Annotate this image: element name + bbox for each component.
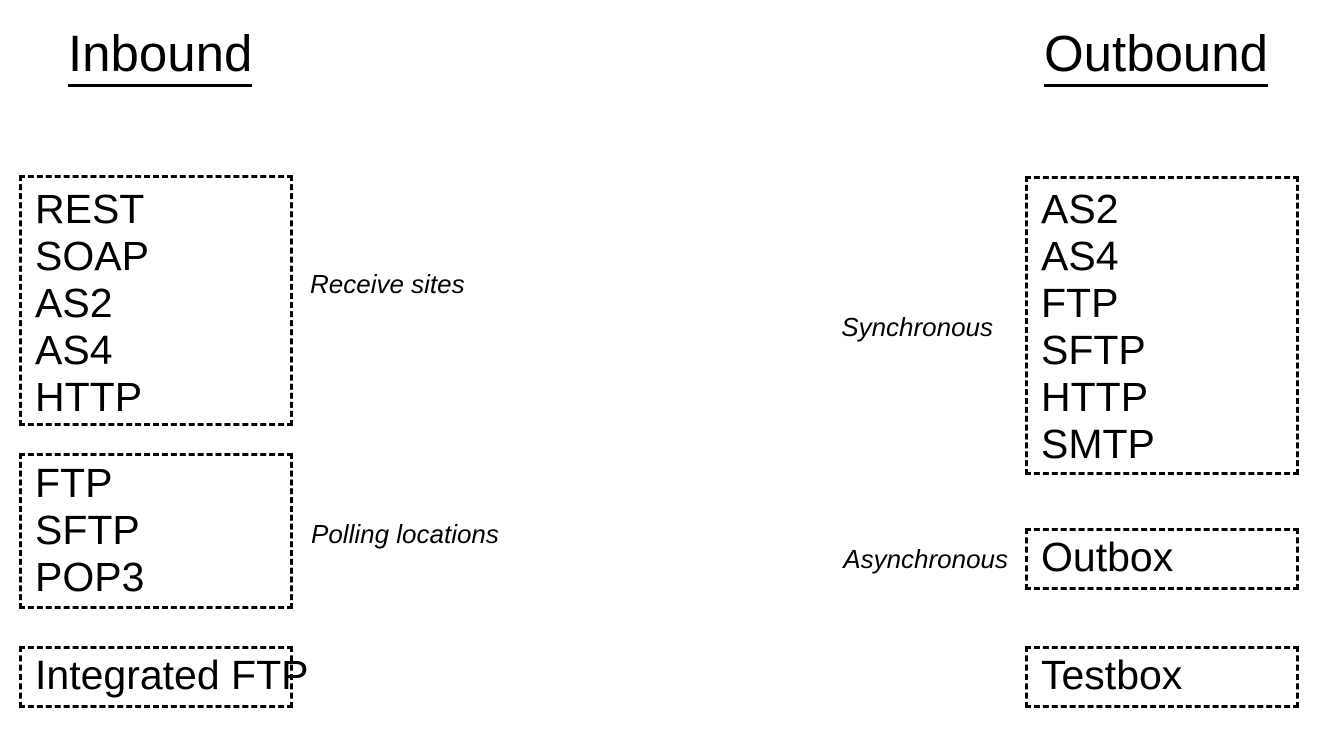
list-item: AS4 — [35, 327, 113, 373]
inbound-receive-sites-label: Receive sites — [310, 269, 465, 299]
inbound-polling-locations-list: FTP SFTP POP3 — [35, 460, 144, 601]
column-title-inbound: Inbound — [68, 28, 253, 87]
outbound-testbox-list: Testbox — [1041, 652, 1182, 699]
list-item: Integrated FTP — [35, 652, 309, 698]
list-item: REST — [35, 186, 145, 232]
outbound-outbox-box — [1025, 528, 1299, 590]
list-item: AS4 — [1041, 233, 1119, 279]
list-item: SFTP — [1041, 327, 1146, 373]
list-item: AS2 — [35, 280, 113, 326]
inbound-integrated-ftp-box — [19, 646, 293, 708]
inbound-receive-sites-box — [19, 175, 293, 426]
list-item: POP3 — [35, 554, 145, 600]
inbound-integrated-ftp-list: Integrated FTP — [35, 652, 308, 699]
outbound-asynchronous-label: Asynchronous — [843, 544, 1008, 574]
inbound-receive-sites-list: REST SOAP AS2 AS4 HTTP — [35, 186, 149, 421]
list-item: SMTP — [1041, 421, 1155, 467]
outbound-testbox-box — [1025, 646, 1299, 708]
list-item: SOAP — [35, 233, 149, 279]
list-item: Outbox — [1041, 534, 1174, 580]
list-item: HTTP — [35, 374, 143, 420]
inbound-polling-locations-label: Polling locations — [311, 519, 499, 549]
list-item: FTP — [1041, 280, 1119, 326]
list-item: AS2 — [1041, 186, 1119, 232]
list-item: SFTP — [35, 507, 140, 553]
list-item: Testbox — [1041, 652, 1183, 698]
outbound-synchronous-list: AS2 AS4 FTP SFTP HTTP SMTP — [1041, 186, 1155, 468]
inbound-polling-locations-box — [19, 453, 293, 609]
outbound-outbox-list: Outbox — [1041, 534, 1173, 581]
outbound-synchronous-label: Synchronous — [841, 312, 993, 342]
list-item: HTTP — [1041, 374, 1149, 420]
column-title-outbound: Outbound — [1044, 28, 1269, 87]
outbound-synchronous-box — [1025, 176, 1299, 475]
list-item: FTP — [35, 460, 113, 506]
